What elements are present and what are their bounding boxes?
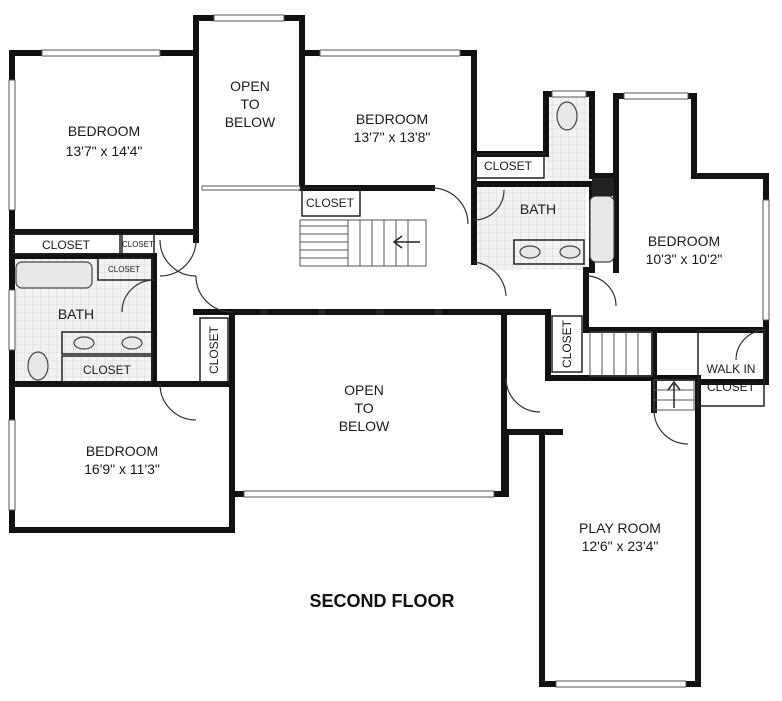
open-to-below-center-line1: OPEN (344, 382, 384, 398)
bedroom-east-name: BEDROOM (648, 233, 720, 249)
bedroom-sw-dims: 16'9" x 11'3" (84, 461, 160, 477)
open-to-below-top-line1: OPEN (230, 78, 270, 94)
closet-west-long-label: CLOSET (42, 238, 91, 252)
closet-vertical-mid-label: CLOSET (207, 325, 221, 374)
sink-right-icon (519, 245, 541, 259)
stairs-top (299, 219, 427, 267)
bathtub-left-icon (15, 261, 93, 289)
walk-in-closet-line1: WALK IN (707, 362, 756, 376)
sink-right-2-icon (559, 245, 581, 259)
closet-bath-small-label: CLOSET (108, 265, 140, 274)
sink-left-icon (73, 336, 95, 350)
bath-left-label: BATH (58, 306, 94, 322)
windows (8, 14, 770, 688)
play-room-name: PLAY ROOM (579, 520, 661, 536)
closet-top-right-label: CLOSET (484, 159, 533, 173)
bedroom-east-dims: 10'3" x 10'2" (646, 251, 723, 267)
toilet-right-icon (556, 101, 578, 131)
sink-left-2-icon (121, 336, 143, 350)
open-to-below-center-line2: TO (354, 400, 373, 416)
closet-center-label: CLOSET (306, 196, 355, 210)
bedroom-nc-name: BEDROOM (356, 111, 428, 127)
bedroom-nc-dims: 13'7" x 13'8" (354, 129, 431, 145)
bathtub-right-icon (589, 195, 615, 263)
bedroom-nw-dims: 13'7" x 14'4" (66, 143, 143, 159)
closet-vertical-right-label: CLOSET (560, 319, 574, 368)
bedroom-sw-name: BEDROOM (86, 443, 158, 459)
bath-right-label: BATH (520, 201, 556, 217)
open-to-below-center-line3: BELOW (339, 418, 390, 434)
toilet-left-icon (27, 351, 49, 381)
play-room-dims: 12'6" x 23'4" (582, 538, 659, 554)
stairs-right (589, 331, 695, 411)
open-to-below-top-line2: TO (240, 96, 259, 112)
closet-west-small-label: CLOSET (122, 240, 154, 249)
bath-fixtures (15, 101, 615, 381)
bedroom-nw-name: BEDROOM (68, 123, 140, 139)
closet-lower-left-label: CLOSET (83, 363, 132, 377)
railing-posts (260, 309, 442, 315)
walk-in-closet-line2: CLOSET (707, 380, 756, 394)
closet-outlines (13, 153, 765, 407)
open-to-below-top-line3: BELOW (225, 114, 276, 130)
door-swings (121, 187, 767, 445)
floor-title: SECOND FLOOR (309, 591, 454, 611)
